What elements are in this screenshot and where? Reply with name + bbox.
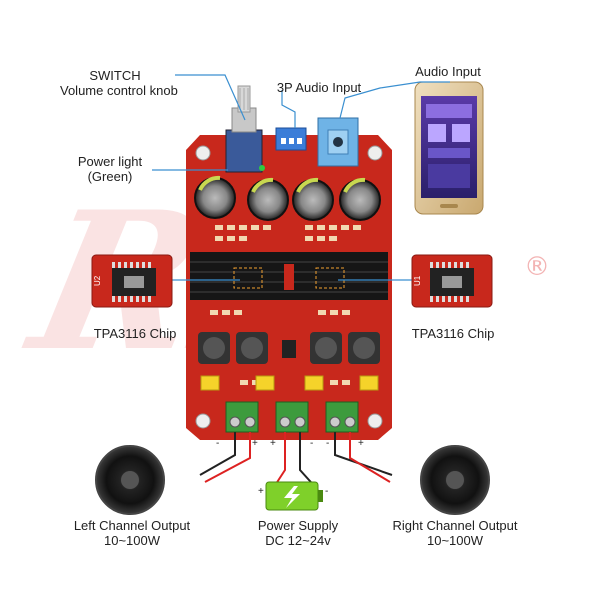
battery-plus: + [258, 486, 264, 497]
switch-label-line2: Volume control knob [60, 83, 178, 98]
right-terminal-minus: - [326, 438, 329, 449]
chip-left-label: TPA3116 Chip [93, 326, 177, 341]
left-output-label-line1: Left Channel Output [73, 518, 191, 533]
audio-input-label: Audio Input [415, 64, 481, 79]
right-output-label: Right Channel Output 10~100W [380, 518, 530, 548]
audio-jack [317, 117, 359, 167]
chip-right-label: TPA3116 Chip [411, 326, 495, 341]
right-terminal-plus: + [358, 438, 364, 449]
switch-label: SWITCH Volume control knob [60, 68, 178, 98]
chip-right-mark: U1 [413, 275, 422, 286]
left-output-label: Left Channel Output 10~100W [62, 518, 202, 548]
registered-mark: ® [524, 252, 550, 282]
volume-knob [225, 85, 265, 173]
capacitors [194, 175, 381, 221]
power-supply-label-line1: Power Supply [257, 518, 339, 533]
left-terminal-minus: - [216, 438, 219, 449]
film-capacitors [200, 375, 379, 391]
terminals [225, 401, 359, 433]
left-speaker [95, 445, 165, 515]
power-light-label: Power light (Green) [70, 154, 150, 184]
left-terminal-plus: + [252, 438, 258, 449]
switch-label-line1: SWITCH [89, 68, 141, 83]
right-output-label-line1: Right Channel Output [392, 518, 518, 533]
power-supply-label: Power Supply DC 12~24v [238, 518, 358, 548]
power-light-label-line2: (Green) [87, 169, 133, 184]
phone-image [414, 81, 484, 215]
heatsink [190, 252, 388, 300]
chip-right-detail [411, 254, 493, 308]
audio-3p-label: 3P Audio Input [276, 80, 362, 95]
left-output-label-line2: 10~100W [103, 533, 160, 548]
power-terminal-minus: - [310, 438, 313, 449]
right-output-label-line2: 10~100W [426, 533, 483, 548]
battery-icon [265, 481, 323, 511]
inductors [198, 332, 380, 364]
power-terminal-plus: + [270, 438, 276, 449]
chip-left-detail [91, 254, 173, 308]
chip-left-mark: U2 [93, 275, 102, 286]
battery-minus: - [325, 486, 328, 497]
right-speaker [420, 445, 490, 515]
power-supply-label-line2: DC 12~24v [265, 533, 331, 548]
power-light-label-line1: Power light [77, 154, 143, 169]
audio-3p-connector [275, 127, 307, 151]
